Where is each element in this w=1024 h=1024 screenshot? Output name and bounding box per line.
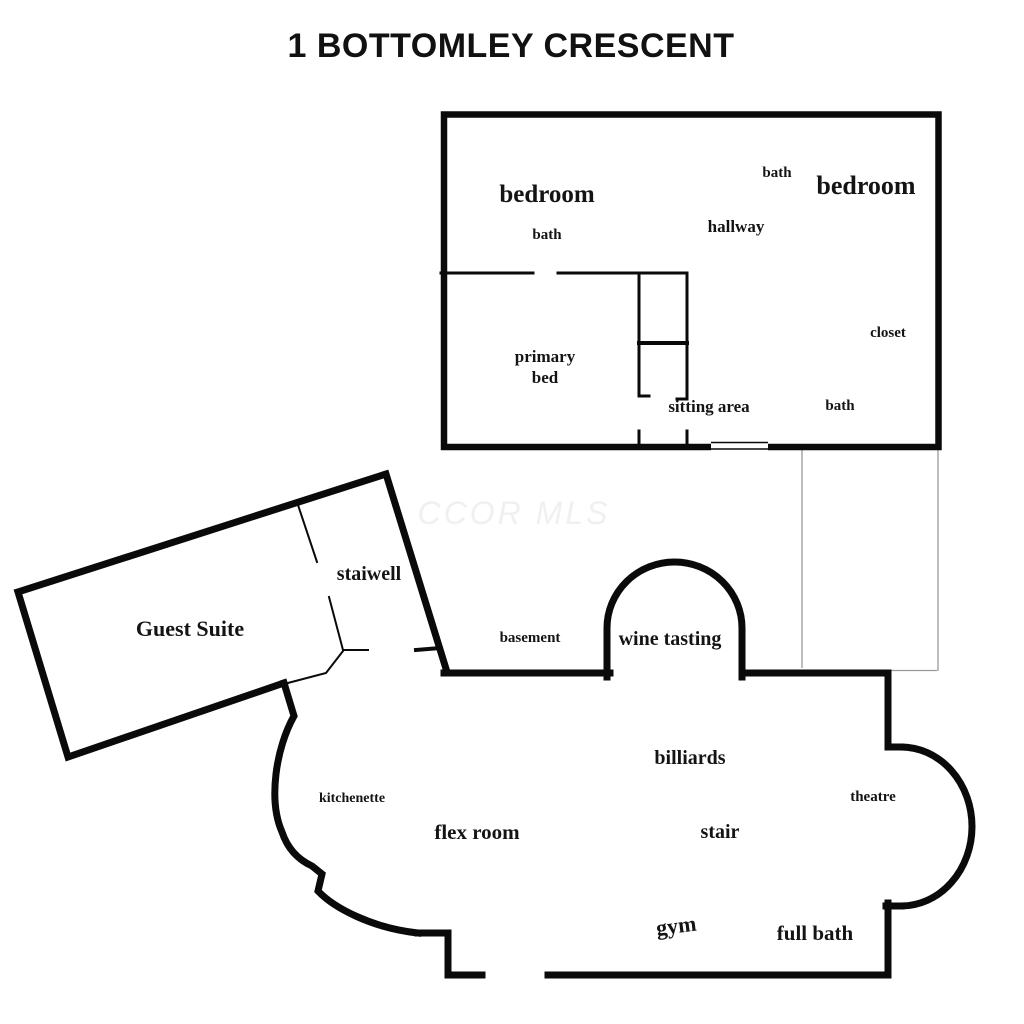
lower-floor-left-walls (271, 678, 486, 979)
lower-floor-walls (271, 558, 976, 979)
label-full-bath: full bath (777, 921, 854, 945)
label-bath-top: bath (762, 165, 792, 181)
label-hallway: hallway (708, 217, 765, 236)
theatre-bay (897, 743, 976, 910)
guest-wing-walls (13, 469, 452, 762)
label-primary-bed-line1: primary (515, 347, 576, 366)
label-stair: stair (701, 821, 740, 843)
guest-wing-outline (13, 469, 452, 762)
label-primary-bed-line2: bed (532, 368, 559, 387)
extension-thin-lines (801, 450, 939, 672)
label-flex-room: flex room (434, 820, 520, 844)
label-basement: basement (500, 630, 561, 646)
label-stairwell: staiwell (337, 563, 402, 585)
upper-floor-interior-walls (439, 271, 689, 447)
label-bedroom-left: bedroom (499, 181, 595, 208)
label-sitting-area: sitting area (668, 397, 750, 416)
label-bath-right: bath (825, 398, 855, 414)
upper-floor-outline (440, 111, 942, 451)
label-billiards: billiards (654, 747, 725, 769)
label-wine-tasting: wine tasting (619, 628, 722, 650)
label-bedroom-right: bedroom (816, 171, 916, 200)
window-lines (711, 441, 768, 450)
label-closet: closet (870, 325, 906, 341)
label-guest-suite: Guest Suite (136, 616, 244, 641)
label-theatre: theatre (850, 789, 896, 805)
label-kitchenette: kitchenette (319, 791, 385, 806)
room-labels: bedroom bath bath bedroom hallway closet… (136, 165, 916, 945)
window-symbol (711, 440, 768, 451)
page-title: 1 BOTTOMLEY CRESCENT (287, 27, 734, 65)
label-gym: gym (655, 911, 698, 941)
upper-floor-walls (439, 111, 942, 451)
label-bath-left: bath (532, 227, 562, 243)
mls-watermark: CCOR MLS (418, 495, 611, 531)
guest-wing-door-jamb (413, 645, 443, 653)
wine-tasting-arch (603, 558, 746, 681)
guest-wing-partitions (282, 503, 369, 686)
window-opening (711, 440, 768, 451)
